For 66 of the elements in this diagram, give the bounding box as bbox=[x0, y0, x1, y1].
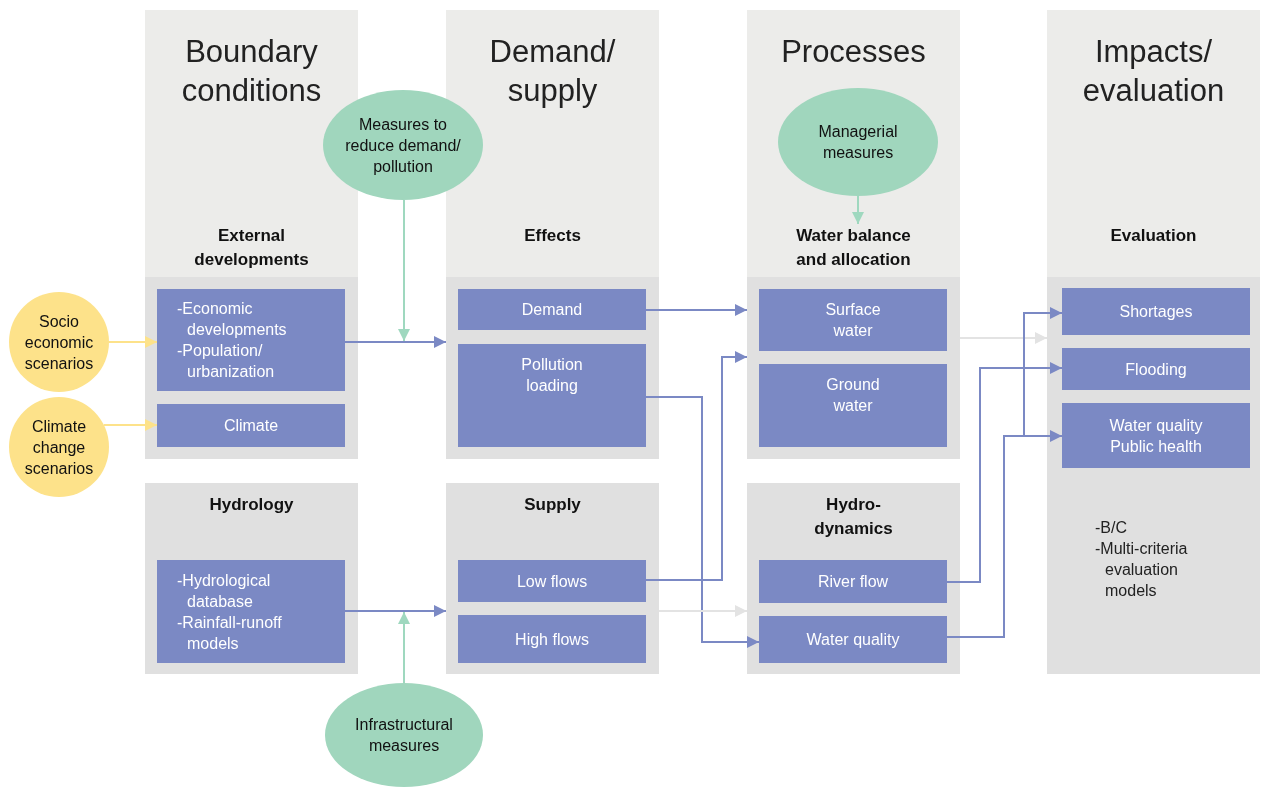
arrow bbox=[645, 396, 760, 648]
process-box bbox=[458, 560, 646, 602]
arrow bbox=[102, 419, 158, 431]
box-label: -Economic developments bbox=[177, 299, 288, 340]
ellipse-label: Measures to reduce demand/ pollution bbox=[344, 114, 462, 177]
box-label: Ground water bbox=[825, 375, 881, 416]
box-label: Pollution loading bbox=[520, 355, 584, 396]
section-heading: Supply bbox=[523, 494, 582, 516]
list-item: -B/C bbox=[1095, 518, 1128, 538]
list-item: -Multi-criteria evaluation models bbox=[1095, 539, 1189, 601]
box-label: High flows bbox=[515, 629, 589, 650]
section-heading: External developments bbox=[193, 225, 310, 271]
arrow bbox=[852, 195, 864, 225]
arrow bbox=[645, 351, 748, 581]
ellipse-label: Climate change scenarios bbox=[23, 416, 95, 479]
process-box bbox=[157, 560, 345, 663]
box-label: Water quality bbox=[806, 630, 900, 650]
process-box bbox=[759, 616, 947, 663]
box-label: Shortages bbox=[1119, 302, 1193, 322]
box-label: -Rainfall-runoff models bbox=[177, 612, 283, 654]
process-box bbox=[1062, 403, 1250, 468]
section-panel bbox=[446, 483, 659, 674]
process-box bbox=[759, 560, 947, 603]
arrow bbox=[398, 199, 410, 342]
section-panel bbox=[145, 483, 358, 674]
column-title: Impacts/ evaluation bbox=[1081, 33, 1226, 110]
arrow bbox=[398, 611, 410, 684]
box-label: Surface water bbox=[824, 300, 882, 341]
ellipse-label: Managerial measures bbox=[817, 122, 899, 163]
box-label: Flooding bbox=[1125, 359, 1187, 380]
process-box bbox=[157, 404, 345, 447]
section-heading: Water balance and allocation bbox=[795, 225, 912, 271]
process-box bbox=[458, 344, 646, 447]
process-box bbox=[1062, 348, 1250, 390]
box-label: -Hydrological database bbox=[177, 570, 272, 612]
box-label: Water quality Public health bbox=[1108, 415, 1204, 457]
section-heading: Effects bbox=[523, 225, 582, 247]
box-label: Demand bbox=[521, 300, 583, 320]
box-label: Climate bbox=[223, 416, 279, 436]
box-label: River flow bbox=[817, 572, 889, 592]
column-title: Processes bbox=[780, 33, 927, 71]
process-box bbox=[759, 289, 947, 351]
column-title: Boundary conditions bbox=[180, 33, 323, 110]
arrow bbox=[108, 336, 158, 348]
process-box bbox=[157, 289, 345, 391]
arrow bbox=[645, 304, 748, 316]
process-box bbox=[759, 364, 947, 447]
section-heading: Hydro-dynamics bbox=[813, 494, 894, 540]
arrow bbox=[344, 336, 447, 348]
column-panel bbox=[1047, 10, 1260, 674]
section-heading: Evaluation bbox=[1109, 225, 1198, 247]
process-box bbox=[458, 289, 646, 330]
arrow bbox=[959, 332, 1048, 344]
arrow bbox=[658, 605, 748, 617]
box-label: -Population/ urbanization bbox=[177, 341, 276, 382]
arrow bbox=[344, 605, 447, 617]
column-panel bbox=[747, 10, 960, 459]
box-label: Low flows bbox=[516, 571, 588, 592]
section-heading: Hydrology bbox=[208, 494, 295, 516]
ellipse-label: Socio economic scenarios bbox=[23, 311, 95, 374]
process-box bbox=[1062, 288, 1250, 335]
process-box bbox=[458, 615, 646, 663]
arrow bbox=[946, 362, 1063, 583]
ellipse-label: Infrastructural measures bbox=[354, 715, 454, 756]
section-panel bbox=[747, 483, 960, 674]
column-title: Demand/ supply bbox=[488, 33, 617, 110]
